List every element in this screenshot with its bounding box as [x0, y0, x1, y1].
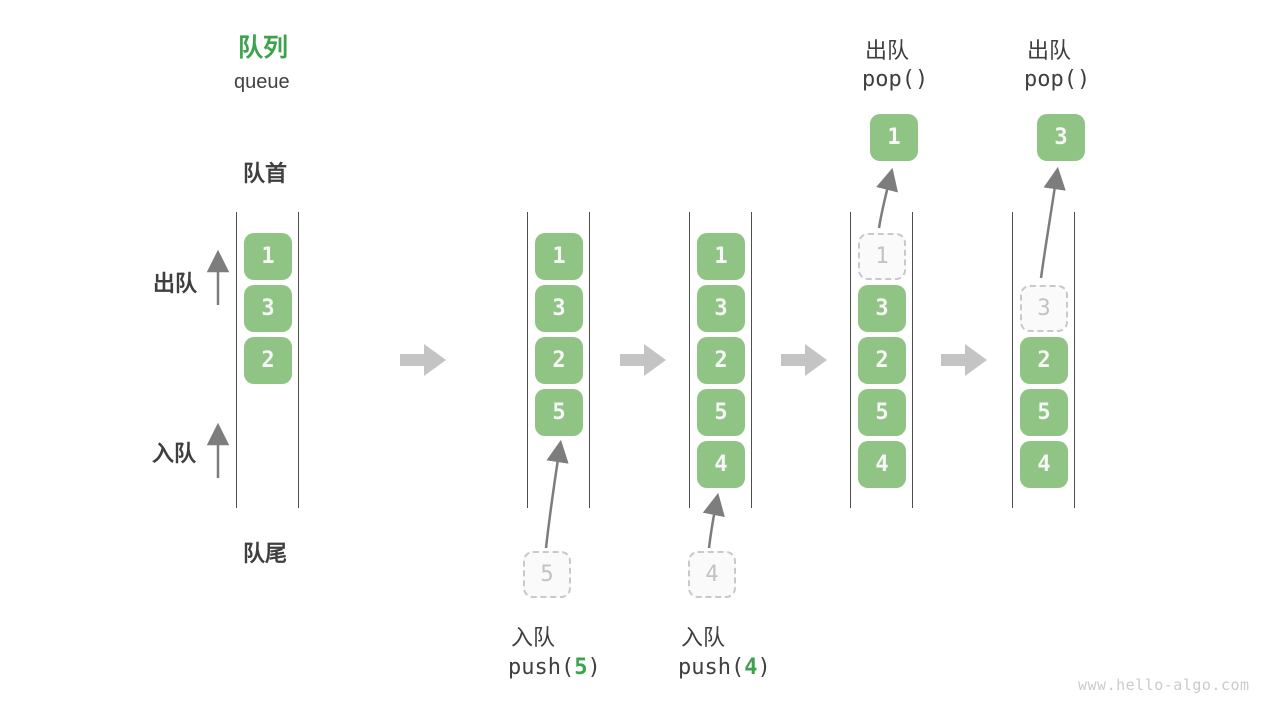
queue-item: 5 — [858, 389, 906, 436]
queue-item: 1 — [244, 233, 292, 280]
label-dequeue-side: 出队 — [153, 271, 198, 296]
queue-item: 2 — [1020, 337, 1068, 384]
label-enqueue-side: 入队 — [152, 441, 197, 466]
label-enqueue-op-1: 入队 — [511, 625, 556, 650]
queue-item: 3 — [858, 285, 906, 332]
queue-item: 3 — [244, 285, 292, 332]
diagram-title-en: queue — [234, 71, 290, 93]
label-enqueue-op-2: 入队 — [681, 625, 726, 650]
flow-arrow-icon — [941, 344, 987, 376]
code-pop-2: pop() — [1024, 67, 1091, 92]
code-pop-1: pop() — [862, 67, 929, 92]
queue-column-state-1: 1 3 2 — [236, 212, 299, 508]
queue-column-state-3: 1 3 2 5 4 — [689, 212, 752, 508]
queue-column-state-4: 1 3 2 5 4 — [850, 212, 913, 508]
queue-item: 2 — [858, 337, 906, 384]
code-push-4: push(4) — [678, 655, 771, 680]
code-arg: 4 — [744, 655, 758, 680]
code-post: ) — [587, 655, 601, 680]
diagram-title-zh: 队列 — [238, 34, 289, 62]
queue-item: 5 — [697, 389, 745, 436]
code-pre: push( — [508, 655, 575, 680]
queue-item: 2 — [697, 337, 745, 384]
flow-arrow-icon — [400, 344, 446, 376]
queue-item: 4 — [858, 441, 906, 488]
flow-arrow-icon — [620, 344, 666, 376]
queue-column-state-2: 1 3 2 5 — [527, 212, 590, 508]
code-push-5: push(5) — [508, 655, 601, 680]
queue-item: 4 — [1020, 441, 1068, 488]
code-arg: 5 — [574, 655, 588, 680]
queue-item: 2 — [535, 337, 583, 384]
label-queue-rear: 队尾 — [243, 541, 288, 566]
queue-item: 1 — [535, 233, 583, 280]
popped-item-box: 1 — [870, 114, 918, 161]
flow-arrow-icon — [781, 344, 827, 376]
queue-item: 4 — [697, 441, 745, 488]
queue-item: 5 — [535, 389, 583, 436]
queue-item: 1 — [697, 233, 745, 280]
queue-item: 5 — [1020, 389, 1068, 436]
label-queue-front: 队首 — [243, 161, 288, 186]
label-dequeue-op-2: 出队 — [1027, 38, 1072, 63]
pending-item-box: 4 — [688, 551, 736, 598]
ghost-item-box: 1 — [858, 233, 906, 280]
watermark: www.hello-algo.com — [1078, 676, 1250, 694]
ghost-item-box: 3 — [1020, 285, 1068, 332]
label-dequeue-op-1: 出队 — [865, 38, 910, 63]
code-pre: push( — [678, 655, 745, 680]
popped-item-box: 3 — [1037, 114, 1085, 161]
queue-item: 3 — [535, 285, 583, 332]
pending-item-box: 5 — [523, 551, 571, 598]
queue-item: 2 — [244, 337, 292, 384]
queue-item: 3 — [697, 285, 745, 332]
code-post: ) — [757, 655, 771, 680]
queue-column-state-5: 3 2 5 4 — [1012, 212, 1075, 508]
